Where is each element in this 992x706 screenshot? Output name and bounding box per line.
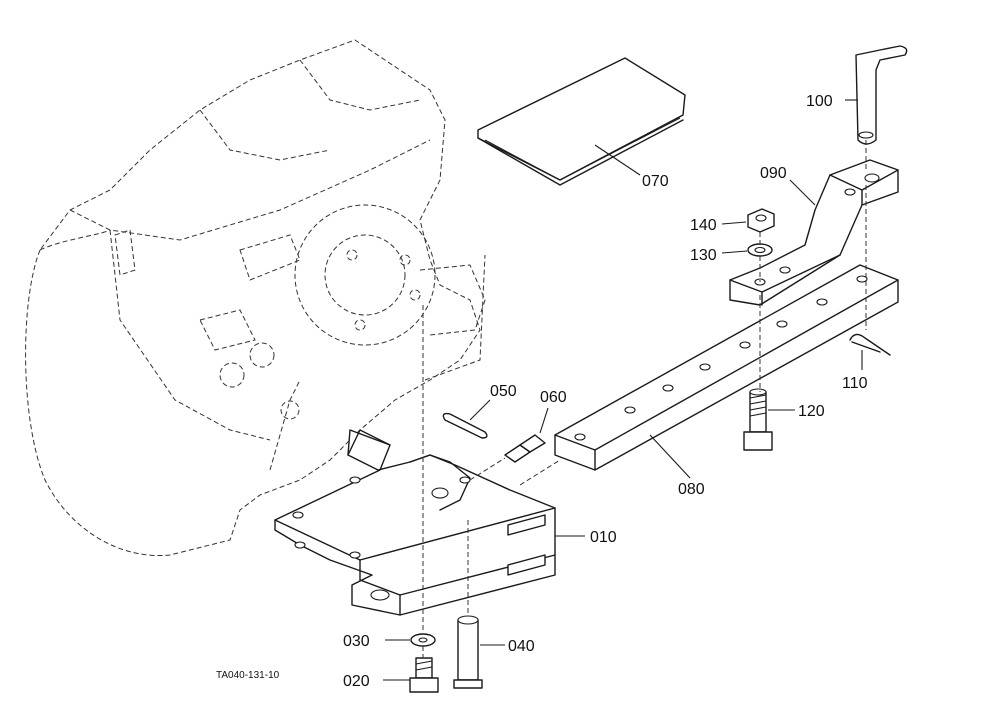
part-020-bolt (383, 657, 439, 693)
alignment-lines (422, 140, 867, 658)
part-110-clip-pin (849, 333, 891, 370)
part-140-nut (721, 208, 775, 233)
callout-010: 010 (590, 529, 617, 546)
callout-050: 050 (490, 383, 517, 400)
part-070-manual (477, 57, 686, 186)
part-050-clip (442, 399, 491, 439)
part-040-pin (453, 615, 505, 689)
part-120-bolt (743, 388, 795, 451)
part-060-fitting (504, 407, 549, 463)
callout-100: 100 (806, 93, 833, 110)
callout-130: 130 (690, 247, 717, 264)
callout-020: 020 (343, 673, 370, 690)
part-010-hitch-bracket (274, 429, 585, 616)
callout-060: 060 (540, 389, 567, 406)
engine-outline (25, 39, 486, 557)
callout-110: 110 (842, 375, 868, 392)
part-130-washer (721, 243, 773, 257)
callout-090: 090 (760, 165, 787, 182)
part-100-pin (845, 45, 908, 145)
figure-code: TA040-131-10 (216, 670, 280, 681)
callout-040: 040 (508, 638, 535, 655)
callout-080: 080 (678, 481, 705, 498)
callout-030: 030 (343, 633, 370, 650)
callout-120: 120 (798, 403, 825, 420)
part-030-washer (385, 633, 436, 647)
callout-140: 140 (690, 217, 717, 234)
part-080-drawbar (554, 264, 899, 479)
callout-070: 070 (642, 173, 669, 190)
